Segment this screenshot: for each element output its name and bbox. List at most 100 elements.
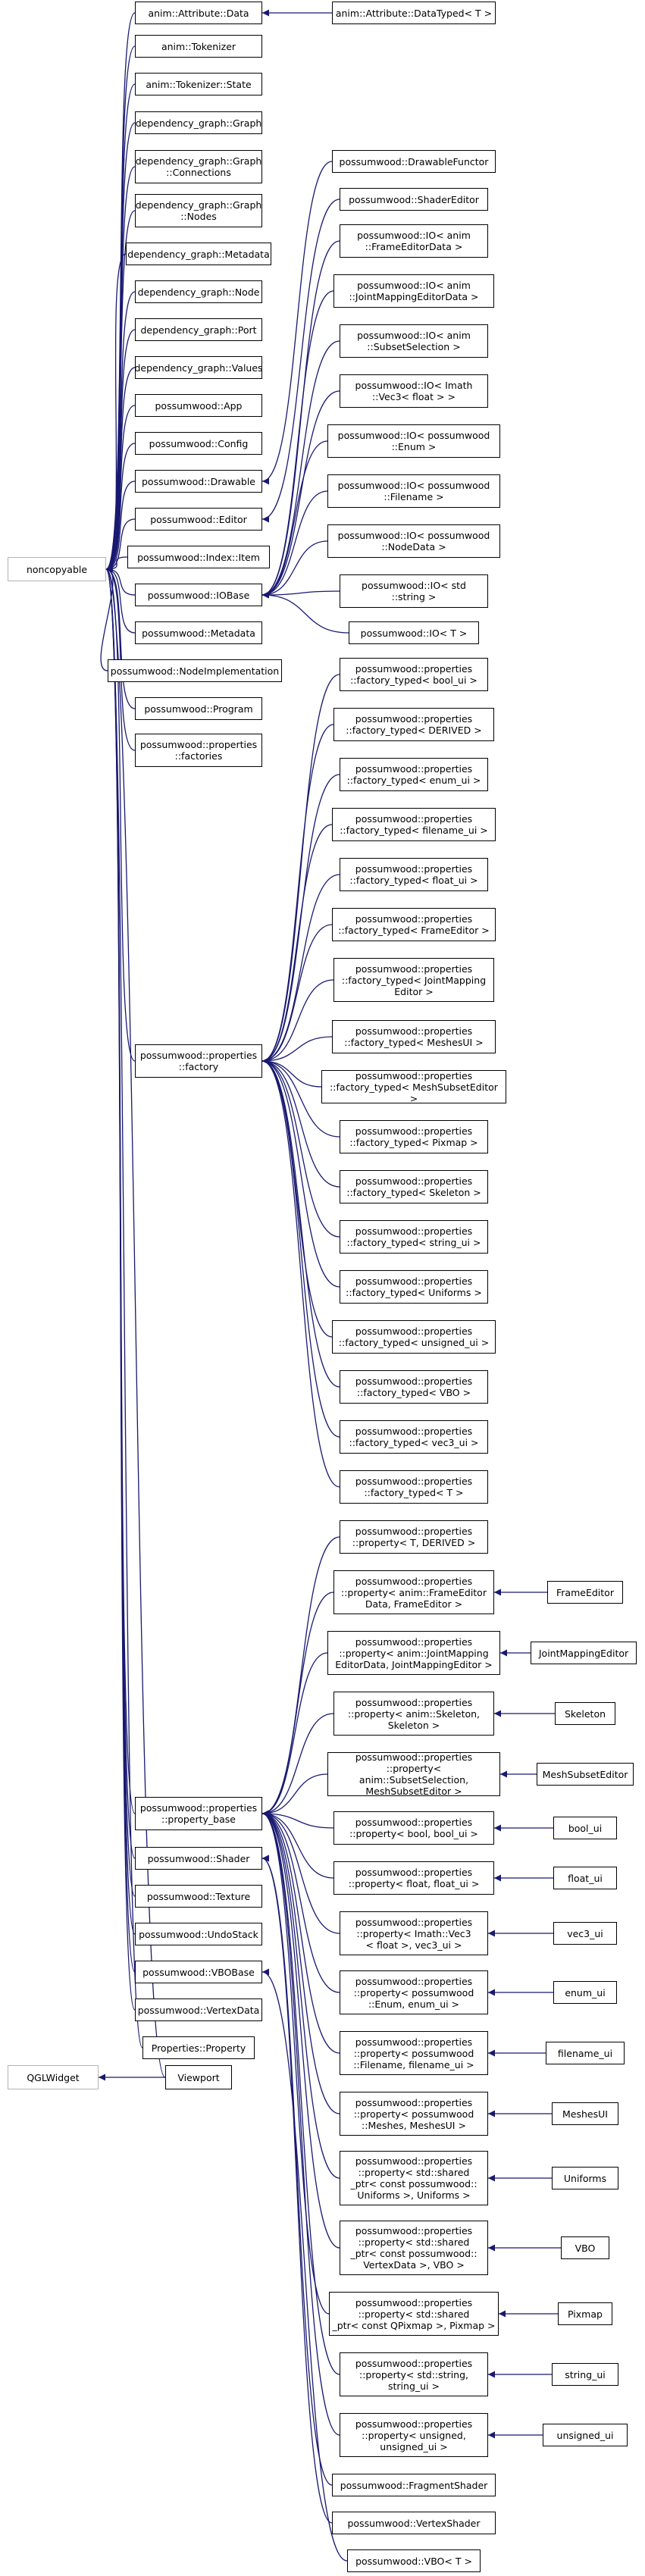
class-node-pw-program[interactable]: possumwood::Program — [135, 697, 262, 720]
class-node-p-enum[interactable]: possumwood::properties ::property< possu… — [340, 1970, 488, 2014]
class-node-ft-uniforms[interactable]: possumwood::properties ::factory_typed< … — [340, 1270, 488, 1304]
class-node-dg-values[interactable]: dependency_graph::Values — [135, 356, 262, 379]
class-node-ft-vbo[interactable]: possumwood::properties ::factory_typed< … — [340, 1370, 488, 1404]
class-node-vbo[interactable]: VBO — [561, 2236, 609, 2259]
class-node-dg-port[interactable]: dependency_graph::Port — [135, 318, 262, 341]
inheritance-edge — [105, 565, 136, 1062]
class-node-ft-skeleton[interactable]: possumwood::properties ::factory_typed< … — [340, 1170, 488, 1203]
class-node-vec3-ui[interactable]: vec3_ui — [553, 1922, 617, 1945]
class-node-io-nodedata[interactable]: possumwood::IO< possumwood ::NodeData > — [327, 524, 500, 558]
class-node-p-t-derived[interactable]: possumwood::properties ::property< T, DE… — [340, 1520, 488, 1554]
class-node-pw-undostack[interactable]: possumwood::UndoStack — [135, 1923, 262, 1945]
class-node-vertex-shader[interactable]: possumwood::VertexShader — [332, 2512, 496, 2534]
class-node-ft-filename[interactable]: possumwood::properties ::factory_typed< … — [332, 808, 496, 841]
class-node-unsigned-ui[interactable]: unsigned_ui — [543, 2424, 628, 2446]
class-node-p-subset[interactable]: possumwood::properties ::property< anim:… — [327, 1752, 500, 1796]
class-node-pw-factories[interactable]: possumwood::properties ::factories — [135, 734, 262, 767]
class-node-io-t[interactable]: possumwood::IO< T > — [349, 621, 479, 644]
class-node-pw-iobase[interactable]: possumwood::IOBase — [135, 584, 262, 606]
class-node-pw-factory[interactable]: possumwood::properties ::factory — [135, 1044, 262, 1078]
class-node-pw-nodeimpl[interactable]: possumwood::NodeImplementation — [108, 659, 282, 682]
class-node-io-enum[interactable]: possumwood::IO< possumwood ::Enum > — [327, 424, 500, 458]
class-node-dg-node[interactable]: dependency_graph::Node — [135, 280, 262, 303]
class-node-io-jointmapping[interactable]: possumwood::IO< anim ::JointMappingEdito… — [333, 274, 494, 308]
class-node-attr-datatyped[interactable]: anim::Attribute::DataTyped< T > — [332, 2, 496, 24]
class-node-pw-vertexdata[interactable]: possumwood::VertexData — [135, 1999, 262, 2021]
inheritance-edge — [261, 1057, 340, 1438]
inheritance-edge — [261, 490, 328, 599]
class-node-viewport[interactable]: Viewport — [165, 2065, 232, 2089]
class-node-pw-shader[interactable]: possumwood::Shader — [135, 1847, 262, 1870]
class-node-frameeditor[interactable]: FrameEditor — [547, 1581, 623, 1604]
class-node-ft-derived[interactable]: possumwood::properties ::factory_typed< … — [333, 708, 494, 741]
class-node-fragment-shader[interactable]: possumwood::FragmentShader — [332, 2474, 496, 2496]
class-node-ft-vec3[interactable]: possumwood::properties ::factory_typed< … — [340, 1420, 488, 1454]
class-node-ft-frameeditor[interactable]: possumwood::properties ::factory_typed< … — [332, 908, 496, 941]
class-node-dg-metadata[interactable]: dependency_graph::Metadata — [126, 243, 271, 265]
class-node-properties-property[interactable]: Properties::Property — [142, 2036, 255, 2059]
class-node-pw-property-base[interactable]: possumwood::properties ::property_base — [135, 1797, 262, 1830]
class-node-p-uniforms[interactable]: possumwood::properties ::property< std::… — [340, 2151, 488, 2205]
class-node-p-float[interactable]: possumwood::properties ::property< float… — [333, 1861, 494, 1895]
class-node-ft-t[interactable]: possumwood::properties ::factory_typed< … — [340, 1470, 488, 1504]
class-node-pw-editor[interactable]: possumwood::Editor — [135, 508, 262, 531]
class-node-pw-index-item[interactable]: possumwood::Index::Item — [127, 546, 270, 568]
class-node-tokenizer-state[interactable]: anim::Tokenizer::State — [135, 73, 262, 95]
class-node-dg-graph[interactable]: dependency_graph::Graph — [135, 111, 262, 134]
class-node-p-frameeditor[interactable]: possumwood::properties ::property< anim:… — [333, 1570, 494, 1614]
class-node-bool-ui[interactable]: bool_ui — [553, 1817, 617, 1839]
class-node-tokenizer[interactable]: anim::Tokenizer — [135, 35, 262, 58]
class-node-io-string[interactable]: possumwood::IO< std ::string > — [340, 574, 488, 608]
class-node-p-skeleton[interactable]: possumwood::properties ::property< anim:… — [333, 1692, 494, 1736]
class-node-float-ui[interactable]: float_ui — [553, 1867, 617, 1889]
class-node-p-vec3[interactable]: possumwood::properties ::property< Imath… — [340, 1911, 488, 1955]
class-node-p-string[interactable]: possumwood::properties ::property< std::… — [340, 2352, 488, 2396]
class-node-io-filename[interactable]: possumwood::IO< possumwood ::Filename > — [327, 474, 500, 508]
class-node-pw-texture[interactable]: possumwood::Texture — [135, 1885, 262, 1908]
class-node-meshesui[interactable]: MeshesUI — [552, 2102, 618, 2125]
inheritance-edge — [261, 1855, 333, 2524]
class-node-ft-float[interactable]: possumwood::properties ::factory_typed< … — [340, 858, 488, 891]
class-node-io-vec3[interactable]: possumwood::IO< Imath ::Vec3< float > > — [340, 374, 488, 408]
class-node-p-vbo[interactable]: possumwood::properties ::property< std::… — [340, 2221, 488, 2275]
class-node-pw-vbobase[interactable]: possumwood::VBOBase — [135, 1961, 262, 1983]
class-node-ft-meshesui[interactable]: possumwood::properties ::factory_typed< … — [332, 1020, 496, 1053]
class-node-io-frameeditor[interactable]: possumwood::IO< anim ::FrameEditorData > — [340, 224, 488, 258]
class-node-ft-enum[interactable]: possumwood::properties ::factory_typed< … — [340, 758, 488, 791]
class-node-p-pixmap[interactable]: possumwood::properties ::property< std::… — [329, 2292, 499, 2336]
class-node-pixmap[interactable]: Pixmap — [558, 2302, 612, 2325]
class-node-enum-ui[interactable]: enum_ui — [553, 1981, 617, 2004]
class-node-ft-unsigned[interactable]: possumwood::properties ::factory_typed< … — [332, 1320, 496, 1354]
class-node-ft-meshsubset[interactable]: possumwood::properties ::factory_typed< … — [321, 1070, 506, 1103]
class-node-ft-pixmap[interactable]: possumwood::properties ::factory_typed< … — [340, 1120, 488, 1153]
class-node-ft-string[interactable]: possumwood::properties ::factory_typed< … — [340, 1220, 488, 1254]
class-node-dg-connections[interactable]: dependency_graph::Graph ::Connections — [135, 150, 262, 183]
class-node-dg-nodes[interactable]: dependency_graph::Graph ::Nodes — [135, 194, 262, 227]
class-node-ft-jointmapping[interactable]: possumwood::properties ::factory_typed< … — [333, 958, 494, 1002]
inheritance-edge — [261, 1855, 333, 2486]
class-node-p-bool[interactable]: possumwood::properties ::property< bool,… — [333, 1811, 494, 1845]
class-node-pw-drawable[interactable]: possumwood::Drawable — [135, 470, 262, 493]
class-node-filename-ui[interactable]: filename_ui — [546, 2042, 625, 2064]
class-node-drawable-functor[interactable]: possumwood::DrawableFunctor — [332, 150, 496, 173]
class-node-attr-data[interactable]: anim::Attribute::Data — [135, 2, 262, 24]
class-node-p-jointmapping[interactable]: possumwood::properties ::property< anim:… — [327, 1631, 500, 1675]
class-node-shader-editor[interactable]: possumwood::ShaderEditor — [340, 188, 488, 211]
class-node-p-unsigned[interactable]: possumwood::properties ::property< unsig… — [340, 2413, 488, 2457]
class-node-ft-bool[interactable]: possumwood::properties ::factory_typed< … — [340, 658, 488, 691]
class-node-vbo-t[interactable]: possumwood::VBO< T > — [347, 2549, 481, 2572]
class-node-p-meshes[interactable]: possumwood::properties ::property< possu… — [340, 2092, 488, 2136]
class-node-pw-app[interactable]: possumwood::App — [135, 394, 262, 417]
class-node-meshsubseteditor[interactable]: MeshSubsetEditor — [537, 1763, 634, 1786]
class-node-pw-metadata[interactable]: possumwood::Metadata — [135, 621, 262, 644]
class-node-skeleton[interactable]: Skeleton — [555, 1702, 615, 1725]
class-node-p-filename[interactable]: possumwood::properties ::property< possu… — [340, 2031, 488, 2075]
class-node-io-subset[interactable]: possumwood::IO< anim ::SubsetSelection > — [340, 324, 488, 358]
class-node-pw-config[interactable]: possumwood::Config — [135, 432, 262, 455]
class-node-string-ui[interactable]: string_ui — [552, 2363, 618, 2386]
class-node-jointmappingeditor[interactable]: JointMappingEditor — [531, 1642, 637, 1664]
class-node-uniforms[interactable]: Uniforms — [552, 2167, 618, 2189]
class-node-qglwidget[interactable]: QGLWidget — [8, 2065, 99, 2089]
inheritance-edge — [261, 340, 340, 599]
class-node-noncopyable[interactable]: noncopyable — [8, 557, 106, 581]
